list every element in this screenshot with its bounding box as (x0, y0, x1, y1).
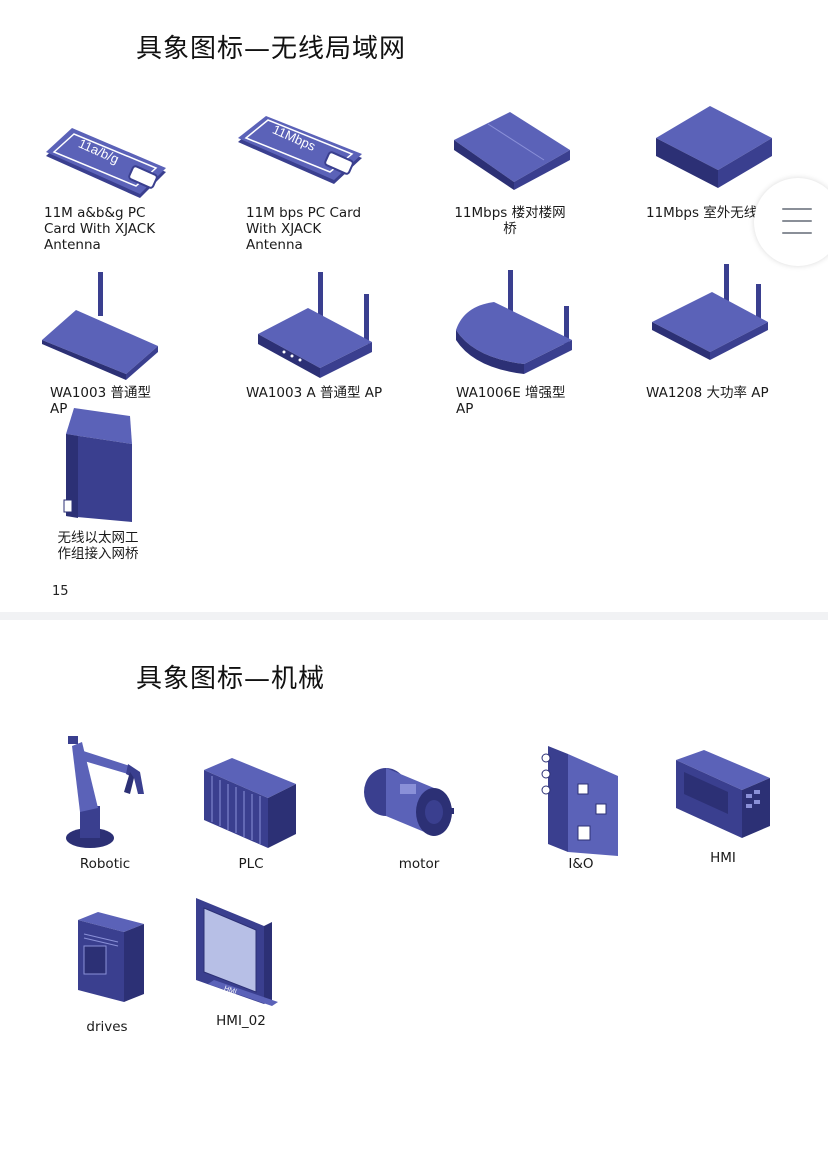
hmi-icon (676, 750, 770, 838)
drives-icon (78, 912, 144, 1002)
motor-icon (364, 768, 454, 836)
slide-title: 具象图标—机械 (136, 664, 326, 694)
robotic-arm-icon (66, 736, 144, 848)
hamburger-icon (782, 208, 812, 236)
outdoor-wireless-icon (656, 106, 772, 188)
item-label: WA1208 大功率 AP (646, 385, 769, 401)
item-label: drives (86, 1019, 128, 1035)
item-label: HMI_02 (216, 1013, 266, 1029)
ap-wa1003-icon (42, 272, 158, 380)
pc-card-11mbps-icon: 11Mbps (238, 116, 362, 184)
ap-wa1006e-icon (456, 270, 572, 374)
slide-machinery: 具象图标—机械 Robotic PLC motor (0, 620, 828, 1175)
ap-wa1208-icon (652, 264, 768, 360)
slide-divider (0, 612, 828, 620)
ethernet-bridge-icon (63, 408, 132, 522)
item-label: HMI (710, 850, 736, 866)
item-label: 11M a&b&g PC Card With XJACK Antenna (44, 205, 156, 253)
io-module-icon (541, 746, 618, 856)
item-label: 11Mbps 楼对楼网 桥 (454, 205, 566, 237)
menu-button[interactable] (754, 178, 828, 266)
item-label: 11M bps PC Card With XJACK Antenna (246, 205, 362, 253)
item-label: Robotic (79, 856, 131, 872)
item-label: WA1003 A 普通型 AP (246, 385, 383, 401)
plc-icon (204, 758, 296, 848)
item-label: 无线以太网工 作组接入网桥 (57, 530, 139, 562)
item-label: WA1003 普通型 AP (50, 385, 151, 417)
page-number: 15 (52, 584, 69, 599)
item-label: 11Mbps 室外无线 (646, 205, 758, 221)
pc-card-11abg-icon: 11a/b/g (46, 128, 166, 198)
hmi-monitor-icon: HMI (196, 898, 278, 1006)
item-label: PLC (238, 856, 264, 872)
item-label: motor (398, 856, 440, 872)
bridge-11mbps-icon (454, 112, 570, 190)
hmi-screen-text: HMI (223, 985, 238, 996)
ap-wa1003a-icon (258, 272, 372, 378)
item-label: I&O (568, 856, 594, 872)
item-label: WA1006E 增强型 AP (456, 385, 566, 417)
slide-title: 具象图标—无线局域网 (136, 34, 407, 64)
slide-wireless-lan: 具象图标—无线局域网 11a/b/g 11M a&b&g PC Card Wit… (42, 34, 828, 599)
